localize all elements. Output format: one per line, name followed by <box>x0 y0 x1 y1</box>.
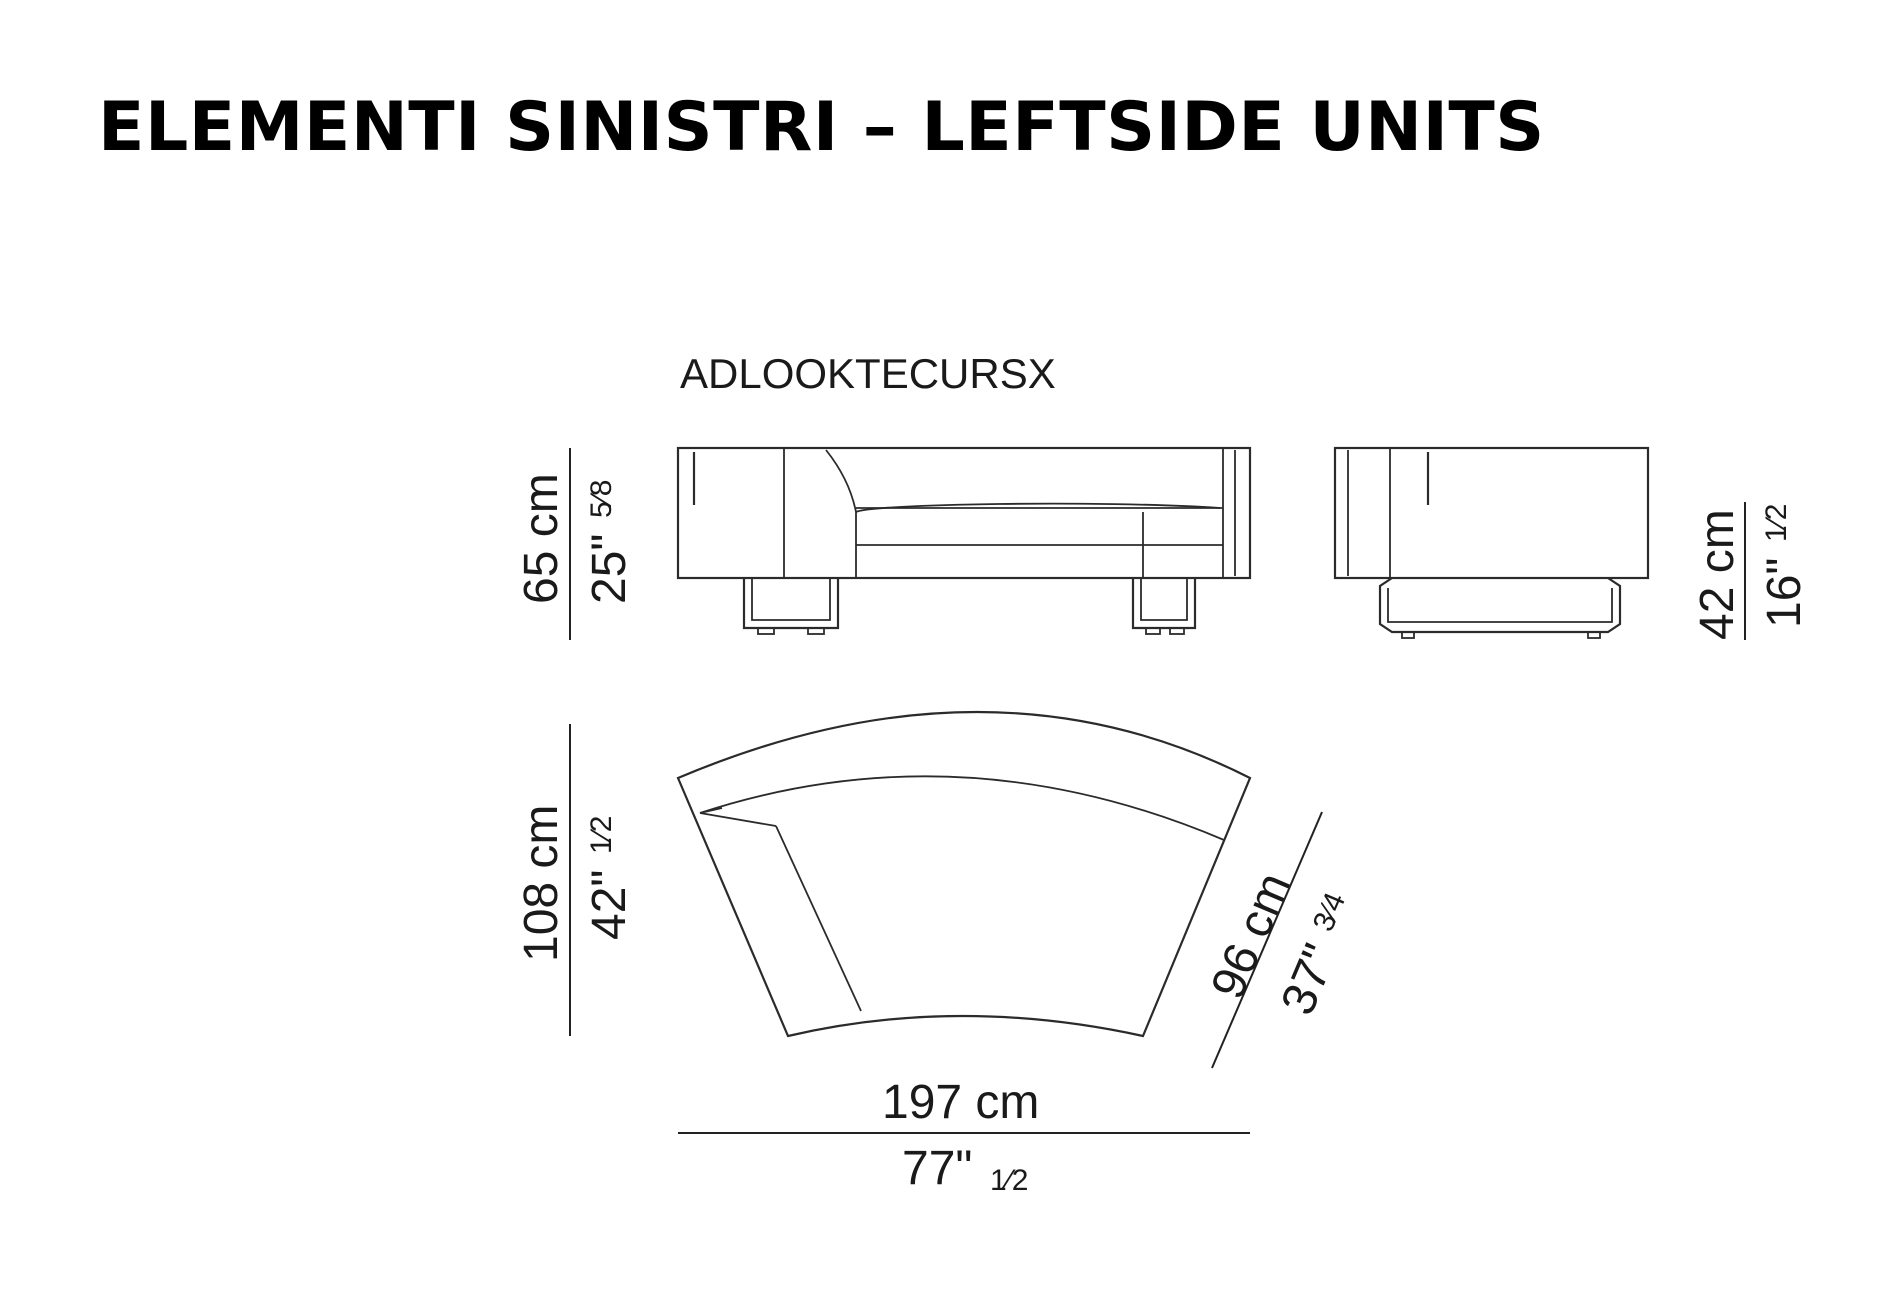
dimension-plan-depth: 108 cm 42" 1⁄2 <box>515 724 636 1036</box>
page-title: ELEMENTI SINISTRI – LEFTSIDE UNITS <box>98 88 1545 167</box>
dimension-front-height: 65 cm 25" 5⁄8 <box>515 448 636 640</box>
side-height-fraction: 1⁄2 <box>1760 504 1793 542</box>
dimension-side-height: 42 cm 16" 1⁄2 <box>1691 502 1811 640</box>
plan-view <box>676 711 1252 1038</box>
front-elevation-view <box>676 446 1252 635</box>
plan-depth-metric: 108 cm <box>515 805 568 962</box>
front-height-imperial: 25" <box>583 534 636 604</box>
dimension-plan-side: 96 cm 37" 3⁄4 <box>1201 811 1352 1069</box>
dimension-plan-width: 197 cm 77" 1⁄2 <box>678 1076 1250 1197</box>
front-height-metric: 65 cm <box>515 473 568 604</box>
plan-depth-fraction: 1⁄2 <box>585 816 618 854</box>
plan-width-fraction: 1⁄2 <box>990 1164 1028 1197</box>
front-height-fraction: 5⁄8 <box>585 480 618 518</box>
plan-depth-imperial: 42" <box>583 870 636 940</box>
plan-side-fraction: 3⁄4 <box>1307 888 1352 936</box>
side-elevation-view <box>1333 446 1650 639</box>
plan-width-metric: 197 cm <box>882 1076 1039 1129</box>
side-height-metric: 42 cm <box>1691 509 1744 640</box>
plan-width-imperial: 77" <box>902 1142 972 1195</box>
plan-side-imperial: 37" <box>1271 937 1347 1023</box>
model-code: ADLOOKTECURSX <box>680 350 1056 397</box>
side-height-imperial: 16" <box>1758 558 1811 628</box>
